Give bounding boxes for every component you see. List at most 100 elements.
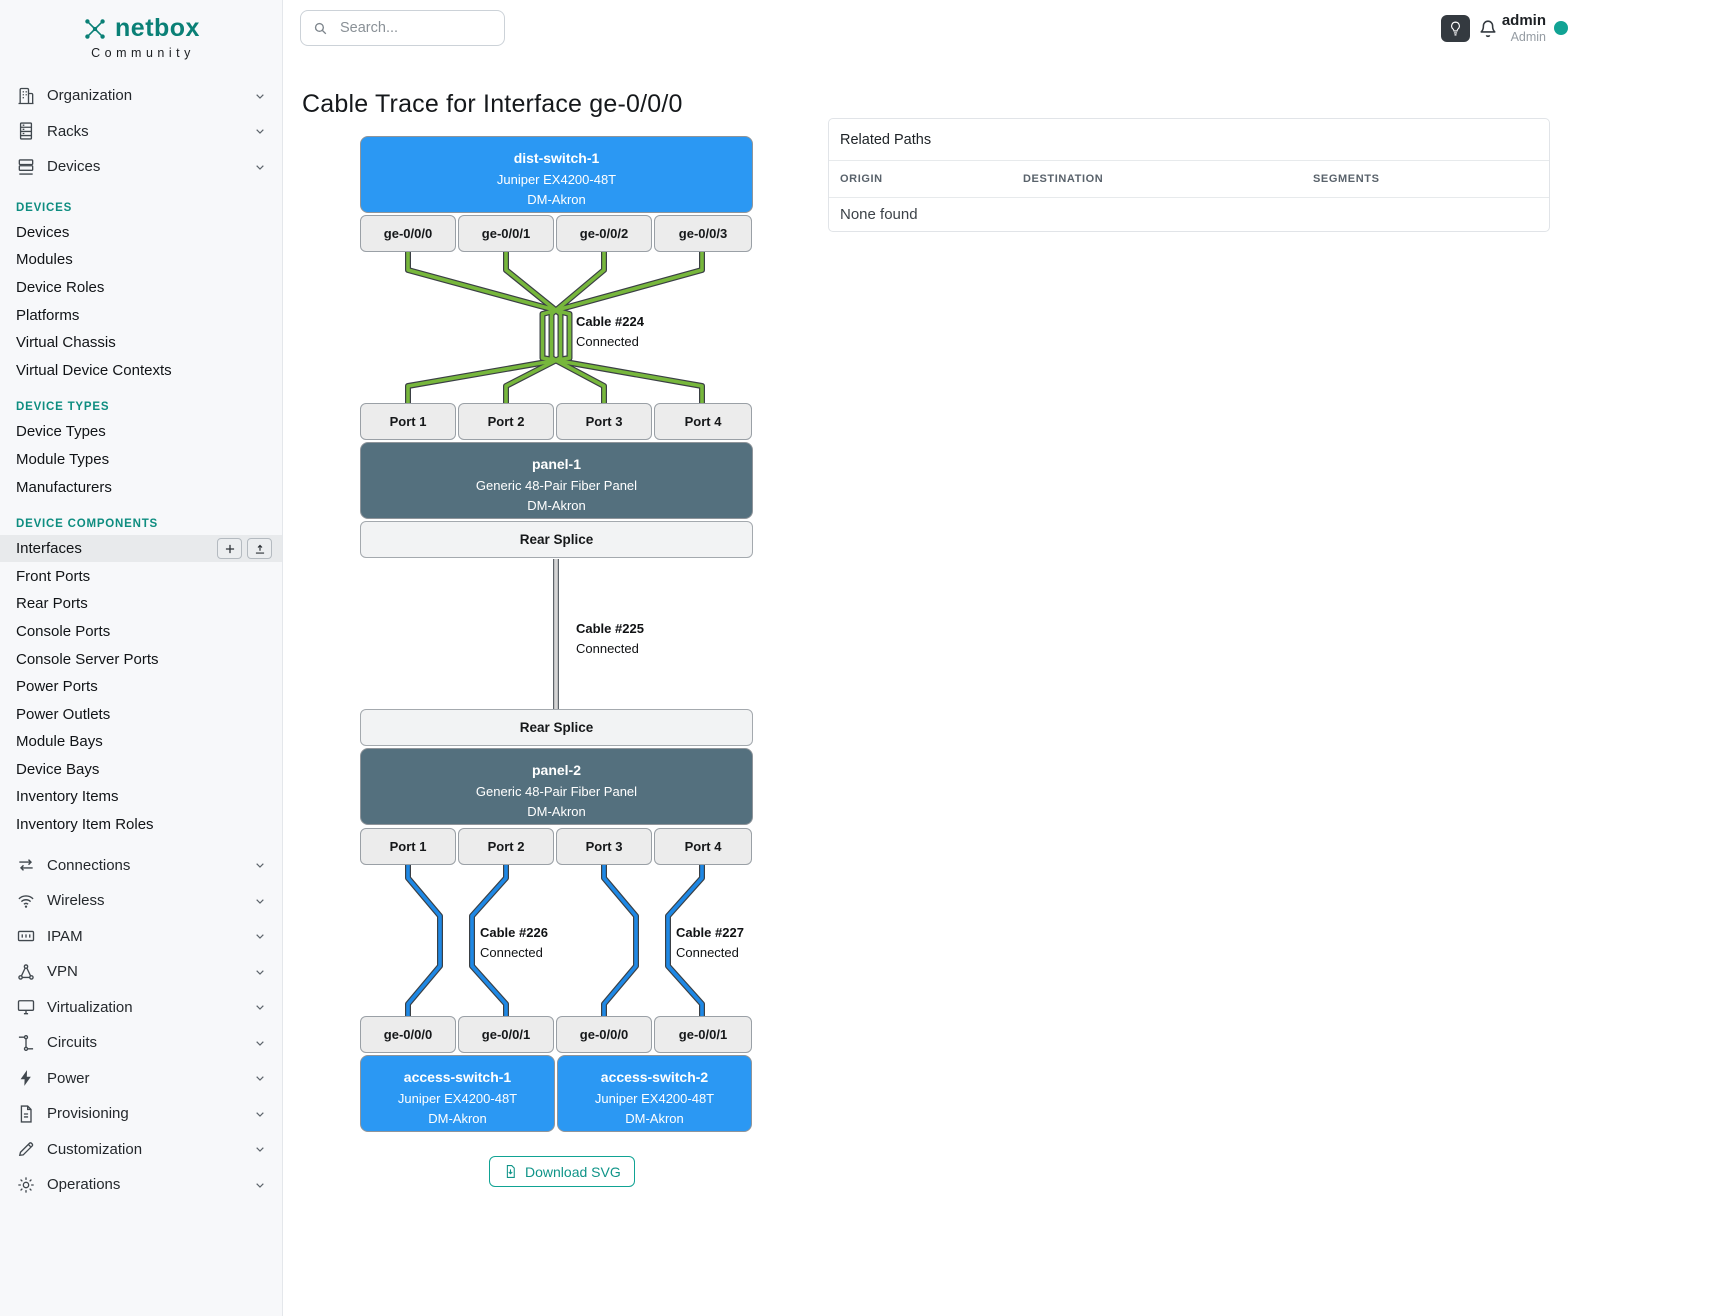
document-icon xyxy=(16,1104,36,1124)
device-site: DM-Akron xyxy=(527,804,586,819)
download-svg-button[interactable]: Download SVG xyxy=(489,1156,635,1187)
trace-rear-splice-panel-2[interactable]: Rear Splice xyxy=(360,709,753,746)
cable-trace-diagram: dist-switch-1 Juniper EX4200-48T DM-Akro… xyxy=(300,118,1060,1208)
chevron-down-icon xyxy=(252,1070,268,1086)
trace-node-access-switch-1[interactable]: access-switch-1 Juniper EX4200-48T DM-Ak… xyxy=(360,1055,555,1132)
chevron-down-icon xyxy=(252,1177,268,1193)
sidebar-group-operations[interactable]: Operations xyxy=(0,1167,282,1203)
counter-icon xyxy=(16,926,36,946)
lightning-icon xyxy=(16,1068,36,1088)
sidebar-item-power-outlets[interactable]: Power Outlets xyxy=(16,705,111,723)
column-destination: DESTINATION xyxy=(1023,173,1104,185)
related-paths-header-row: ORIGIN DESTINATION SEGMENTS xyxy=(829,161,1549,198)
sidebar-item-device-roles[interactable]: Device Roles xyxy=(16,278,105,296)
trace-rear-splice-panel-1[interactable]: Rear Splice xyxy=(360,521,753,558)
sidebar-item-module-types[interactable]: Module Types xyxy=(16,450,110,468)
trace-node-panel-1[interactable]: panel-1 Generic 48-Pair Fiber Panel DM-A… xyxy=(360,442,753,519)
trace-interface-ge-0-0-3[interactable]: ge-0/0/3 xyxy=(654,215,752,252)
trace-node-panel-2[interactable]: panel-2 Generic 48-Pair Fiber Panel DM-A… xyxy=(360,748,753,825)
sidebar-group-label: IPAM xyxy=(47,927,83,945)
cable-id: Cable #226 xyxy=(480,925,548,940)
cable-status: Connected xyxy=(576,334,639,349)
sidebar-group-wireless[interactable]: Wireless xyxy=(0,883,282,919)
add-button[interactable] xyxy=(217,538,242,560)
trace-node-access-switch-2[interactable]: access-switch-2 Juniper EX4200-48T DM-Ak… xyxy=(557,1055,752,1132)
cable-226[interactable] xyxy=(405,865,509,1016)
trace-interface-ge-0-0-0[interactable]: ge-0/0/0 xyxy=(360,215,456,252)
sidebar-group-connections[interactable]: Connections xyxy=(0,847,282,883)
device-model: Juniper EX4200-48T xyxy=(397,1090,518,1106)
device-site: DM-Akron xyxy=(527,498,586,513)
chevron-down-icon xyxy=(252,1141,268,1157)
sidebar-item-modules[interactable]: Modules xyxy=(16,251,73,269)
cable-label-225[interactable]: Cable #225 Connected xyxy=(576,621,644,656)
sidebar-group-vpn[interactable]: VPN xyxy=(0,954,282,990)
sidebar-group-power[interactable]: Power xyxy=(0,1060,282,1096)
import-button[interactable] xyxy=(247,538,272,560)
sidebar-group-devices[interactable]: Devices xyxy=(0,149,282,185)
sidebar-item-label: Interfaces xyxy=(16,540,82,558)
cable-label-226[interactable]: Cable #226 Connected xyxy=(480,925,548,960)
sidebar-group-provisioning[interactable]: Provisioning xyxy=(0,1096,282,1132)
trace-port-1[interactable]: Port 1 xyxy=(360,828,456,865)
trace-node-dist-switch-1[interactable]: dist-switch-1 Juniper EX4200-48T DM-Akro… xyxy=(360,136,753,213)
device-site: DM-Akron xyxy=(428,1111,487,1126)
sidebar-item-module-bays[interactable]: Module Bays xyxy=(16,733,103,751)
sidebar-group-customization[interactable]: Customization xyxy=(0,1131,282,1167)
search-input[interactable] xyxy=(338,19,482,37)
avatar[interactable] xyxy=(1554,21,1568,35)
search-box xyxy=(300,10,505,46)
sidebar-item-virtual-device-contexts[interactable]: Virtual Device Contexts xyxy=(16,361,172,379)
sidebar-item-interfaces[interactable]: Interfaces xyxy=(0,534,282,563)
sidebar-group-circuits[interactable]: Circuits xyxy=(0,1025,282,1061)
cable-224[interactable] xyxy=(405,252,705,403)
brand[interactable]: netbox Community xyxy=(0,0,282,60)
trace-port-4[interactable]: Port 4 xyxy=(654,403,752,440)
sidebar-item-inventory-items[interactable]: Inventory Items xyxy=(16,788,119,806)
trace-interface-ge-0-0-0[interactable]: ge-0/0/0 xyxy=(556,1016,652,1053)
sidebar-item-front-ports[interactable]: Front Ports xyxy=(16,567,91,585)
brand-tagline: Community xyxy=(91,46,195,60)
sidebar-item-console-server-ports[interactable]: Console Server Ports xyxy=(16,650,159,668)
sidebar-item-platforms[interactable]: Platforms xyxy=(16,306,80,324)
cable-status: Connected xyxy=(480,945,543,960)
cable-227[interactable] xyxy=(601,865,705,1016)
notifications-button[interactable] xyxy=(1477,17,1500,40)
sidebar-item-devices[interactable]: Devices xyxy=(16,223,70,241)
trace-interface-ge-0-0-1[interactable]: ge-0/0/1 xyxy=(458,215,554,252)
sidebar-item-power-ports[interactable]: Power Ports xyxy=(16,678,98,696)
sidebar-group-organization[interactable]: Organization xyxy=(0,78,282,114)
trace-interface-ge-0-0-1[interactable]: ge-0/0/1 xyxy=(654,1016,752,1053)
trace-port-2[interactable]: Port 2 xyxy=(458,828,554,865)
trace-port-2[interactable]: Port 2 xyxy=(458,403,554,440)
sidebar-item-device-bays[interactable]: Device Bays xyxy=(16,760,100,778)
page-title: Cable Trace for Interface ge-0/0/0 xyxy=(302,89,683,118)
trace-interface-ge-0-0-2[interactable]: ge-0/0/2 xyxy=(556,215,652,252)
trace-port-3[interactable]: Port 3 xyxy=(556,403,652,440)
sidebar-group-virtualization[interactable]: Virtualization xyxy=(0,989,282,1025)
section-title-devices: DEVICES xyxy=(16,201,73,214)
sidebar-item-inventory-item-roles[interactable]: Inventory Item Roles xyxy=(16,816,154,834)
device-site: DM-Akron xyxy=(625,1111,684,1126)
sidebar-item-rear-ports[interactable]: Rear Ports xyxy=(16,595,88,613)
trace-port-3[interactable]: Port 3 xyxy=(556,828,652,865)
trace-interface-ge-0-0-1[interactable]: ge-0/0/1 xyxy=(458,1016,554,1053)
sidebar-group-label: Power xyxy=(47,1069,90,1087)
user-menu[interactable]: admin Admin xyxy=(1482,12,1546,45)
trace-port-1[interactable]: Port 1 xyxy=(360,403,456,440)
trace-port-4[interactable]: Port 4 xyxy=(654,828,752,865)
theme-toggle-button[interactable] xyxy=(1441,15,1470,42)
sidebar-item-manufacturers[interactable]: Manufacturers xyxy=(16,478,112,496)
trace-interface-ge-0-0-0[interactable]: ge-0/0/0 xyxy=(360,1016,456,1053)
sidebar-group-ipam[interactable]: IPAM xyxy=(0,918,282,954)
cable-label-227[interactable]: Cable #227 Connected xyxy=(676,925,744,960)
sidebar-group-label: VPN xyxy=(47,963,78,981)
sidebar-group-racks[interactable]: Racks xyxy=(0,114,282,150)
sidebar-item-console-ports[interactable]: Console Ports xyxy=(16,622,111,640)
sidebar-item-virtual-chassis[interactable]: Virtual Chassis xyxy=(16,334,116,352)
device-model: Generic 48-Pair Fiber Panel xyxy=(475,477,638,493)
cable-label-224[interactable]: Cable #224 Connected xyxy=(576,314,644,349)
sidebar-item-device-types[interactable]: Device Types xyxy=(16,423,106,441)
chevron-down-icon xyxy=(252,928,268,944)
